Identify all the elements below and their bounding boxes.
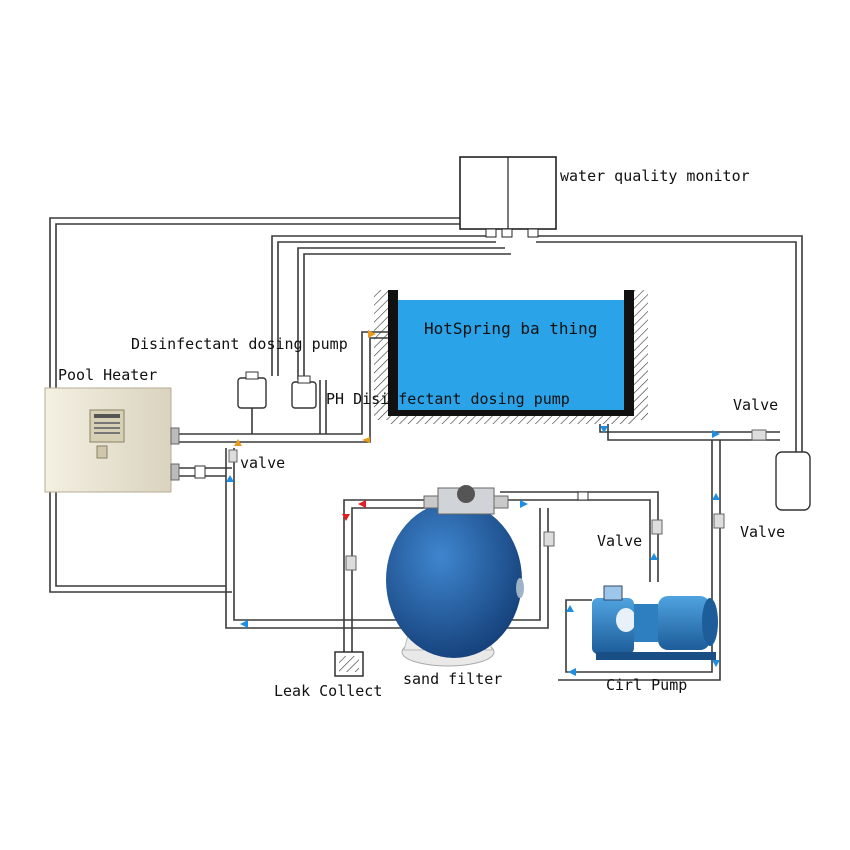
label-circ-pump: Cirl Pump [606, 676, 687, 694]
circulation-pump [592, 585, 718, 660]
flow-arrows [226, 330, 720, 676]
water-quality-monitor [459, 156, 557, 238]
label-valve-center: Valve [597, 532, 642, 550]
pipe-network [49, 217, 803, 681]
disinfectant-dosing-pump [237, 371, 267, 409]
ph-dosing-pump [291, 375, 317, 409]
label-hotspring-tank: HotSpring ba thing [424, 319, 597, 338]
tank-water [398, 300, 624, 410]
label-valve-right-mid: Valve [740, 523, 785, 541]
label-ph-dosing-pump: PH Disinfectant dosing pump [326, 390, 570, 408]
valve-fittings [228, 429, 767, 571]
right-bottle [775, 451, 811, 511]
sand-filter [386, 485, 524, 667]
label-valve-right-top: Valve [733, 396, 778, 414]
label-leak-collect: Leak Collect [274, 682, 382, 700]
label-disinfectant-dosing-pump: Disinfectant dosing pump [131, 335, 348, 353]
hotspring-tank [374, 290, 648, 424]
leak-collect [334, 651, 364, 677]
pool-heater [44, 387, 206, 493]
label-sand-filter: sand filter [403, 670, 502, 688]
label-pool-heater: Pool Heater [58, 366, 157, 384]
label-water-quality-monitor: water quality monitor [560, 167, 750, 185]
label-valve-left: valve [240, 454, 285, 472]
